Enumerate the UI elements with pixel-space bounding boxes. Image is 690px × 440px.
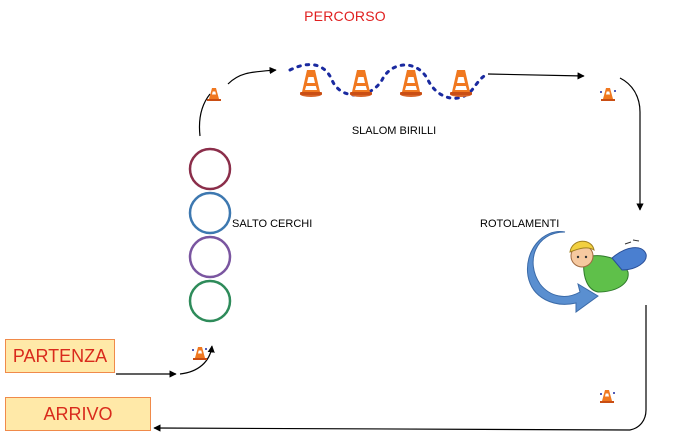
- traffic-cone-icon: [192, 347, 207, 360]
- flow-arrow-icon: [153, 424, 631, 432]
- flow-arrow-icon: [227, 66, 277, 85]
- hoop-ring-icon: [188, 235, 232, 279]
- rotolamenti-label: ROTOLAMENTI: [480, 218, 559, 230]
- curved-arrow-icon: [526, 231, 599, 313]
- traffic-cone-icon: [350, 70, 372, 97]
- hoop-ring-icon: [188, 191, 232, 235]
- traffic-cone-icon: [600, 390, 615, 403]
- slalom-label: SLALOM BIRILLI: [352, 125, 436, 137]
- traffic-cone-icon: [300, 70, 322, 97]
- flow-arrow-icon: [198, 93, 211, 137]
- flow-arrows: [116, 66, 647, 432]
- page-title: PERCORSO: [304, 8, 386, 24]
- finish-box: ARRIVO: [5, 397, 151, 431]
- traffic-cone-icon: [450, 70, 472, 97]
- flow-arrow-icon: [629, 305, 647, 431]
- flow-arrow-icon: [179, 345, 215, 375]
- hoop-ring-icon: [188, 147, 232, 191]
- traffic-cone-icon: [400, 70, 422, 97]
- marker-cones: [192, 88, 616, 403]
- finish-label: ARRIVO: [43, 403, 113, 424]
- traffic-cone-icon: [600, 88, 616, 101]
- salto-label: SALTO CERCHI: [232, 218, 312, 230]
- start-box: PARTENZA: [5, 339, 115, 373]
- flow-arrow-icon: [487, 72, 585, 80]
- hoop-ring-icon: [188, 279, 232, 323]
- slalom-path: [288, 63, 490, 100]
- flow-arrow-icon: [619, 77, 644, 211]
- rolling-child-illustration: [526, 231, 647, 313]
- start-label: PARTENZA: [12, 345, 108, 366]
- hoops: [188, 147, 232, 323]
